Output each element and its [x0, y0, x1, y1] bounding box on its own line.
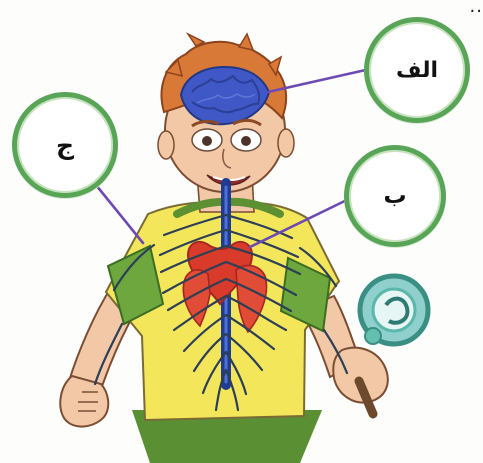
label-bubble-be: ب	[344, 145, 446, 247]
label-text-alef: الف	[396, 58, 438, 83]
label-text-be: ب	[383, 183, 406, 209]
magnifier-joint	[365, 328, 381, 344]
left-pupil	[202, 136, 212, 146]
corner-mark: ..	[470, 0, 483, 17]
label-bubble-jim: ج	[12, 92, 118, 198]
pointer-line-jim	[96, 185, 143, 243]
right-pupil	[241, 136, 251, 146]
right-ear	[278, 129, 294, 157]
label-bubble-alef: الف	[364, 17, 470, 123]
left-ear	[158, 131, 174, 159]
label-text-jim: ج	[56, 131, 74, 160]
